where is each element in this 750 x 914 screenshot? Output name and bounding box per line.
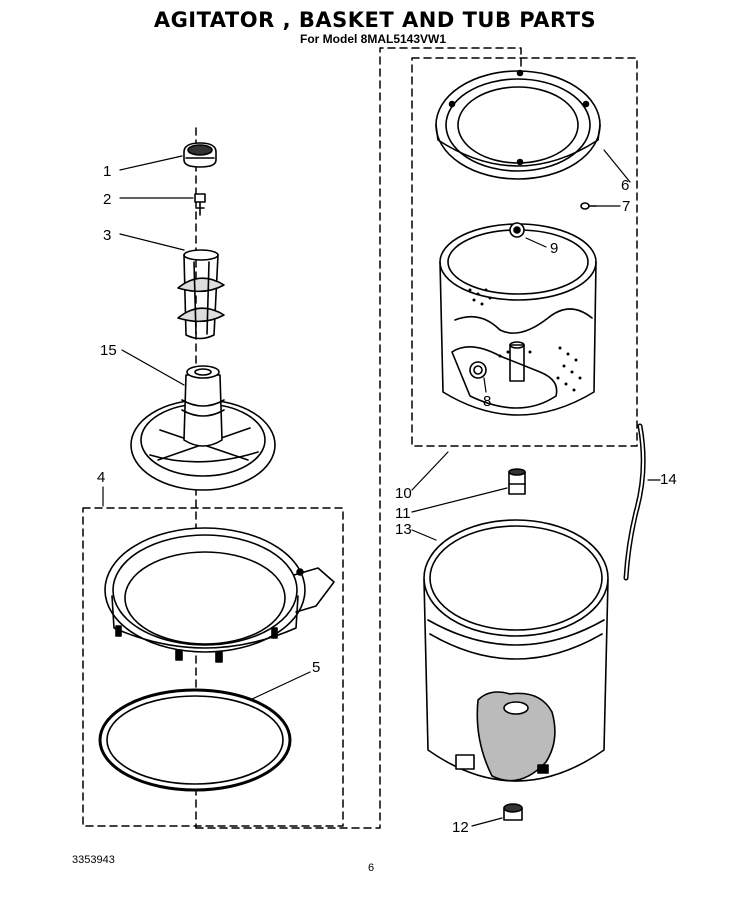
callout-11: 11 bbox=[395, 505, 411, 522]
callout-1: 1 bbox=[103, 163, 111, 180]
part-hub bbox=[508, 468, 526, 495]
part-agitator-cap bbox=[183, 142, 217, 168]
part-seal-ring bbox=[98, 688, 292, 792]
page-title: AGITATOR , BASKET AND TUB PARTS bbox=[153, 8, 597, 32]
callout-6: 6 bbox=[621, 177, 629, 194]
part-agitator-auger bbox=[177, 249, 225, 340]
model-subtitle: For Model 8MAL5143VW1 bbox=[300, 32, 447, 46]
callout-4: 4 bbox=[97, 469, 105, 486]
callout-7: 7 bbox=[622, 198, 630, 215]
callout-12: 12 bbox=[452, 819, 469, 836]
callout-15: 15 bbox=[100, 342, 117, 359]
callout-2: 2 bbox=[103, 191, 111, 208]
callout-5: 5 bbox=[312, 659, 320, 676]
part-agitator-base bbox=[130, 365, 276, 491]
tub-ring-group-box bbox=[82, 507, 344, 827]
page-number: 6 bbox=[368, 862, 375, 874]
callout-10: 10 bbox=[395, 485, 412, 502]
callout-labels: 1 2 3 15 4 5 6 7 9 8 10 11 13 14 12 bbox=[97, 163, 677, 836]
callout-14: 14 bbox=[660, 471, 677, 488]
callout-8: 8 bbox=[483, 393, 491, 410]
basket-group-box bbox=[411, 57, 638, 447]
leader-lines bbox=[102, 149, 661, 827]
part-tub-ring bbox=[104, 527, 335, 663]
callout-3: 3 bbox=[103, 227, 111, 244]
part-outer-tub bbox=[423, 519, 609, 782]
part-nut bbox=[503, 803, 523, 821]
callout-9: 9 bbox=[550, 240, 558, 257]
part-basket bbox=[439, 222, 597, 416]
document-code: 3353943 bbox=[72, 854, 115, 866]
part-screw bbox=[580, 202, 597, 210]
part-bolt bbox=[194, 193, 206, 216]
part-balance-ring bbox=[435, 69, 601, 180]
callout-13: 13 bbox=[395, 521, 412, 538]
part-hose bbox=[623, 423, 646, 581]
right-column-group-line bbox=[195, 47, 522, 829]
basket-perforations bbox=[468, 288, 582, 392]
